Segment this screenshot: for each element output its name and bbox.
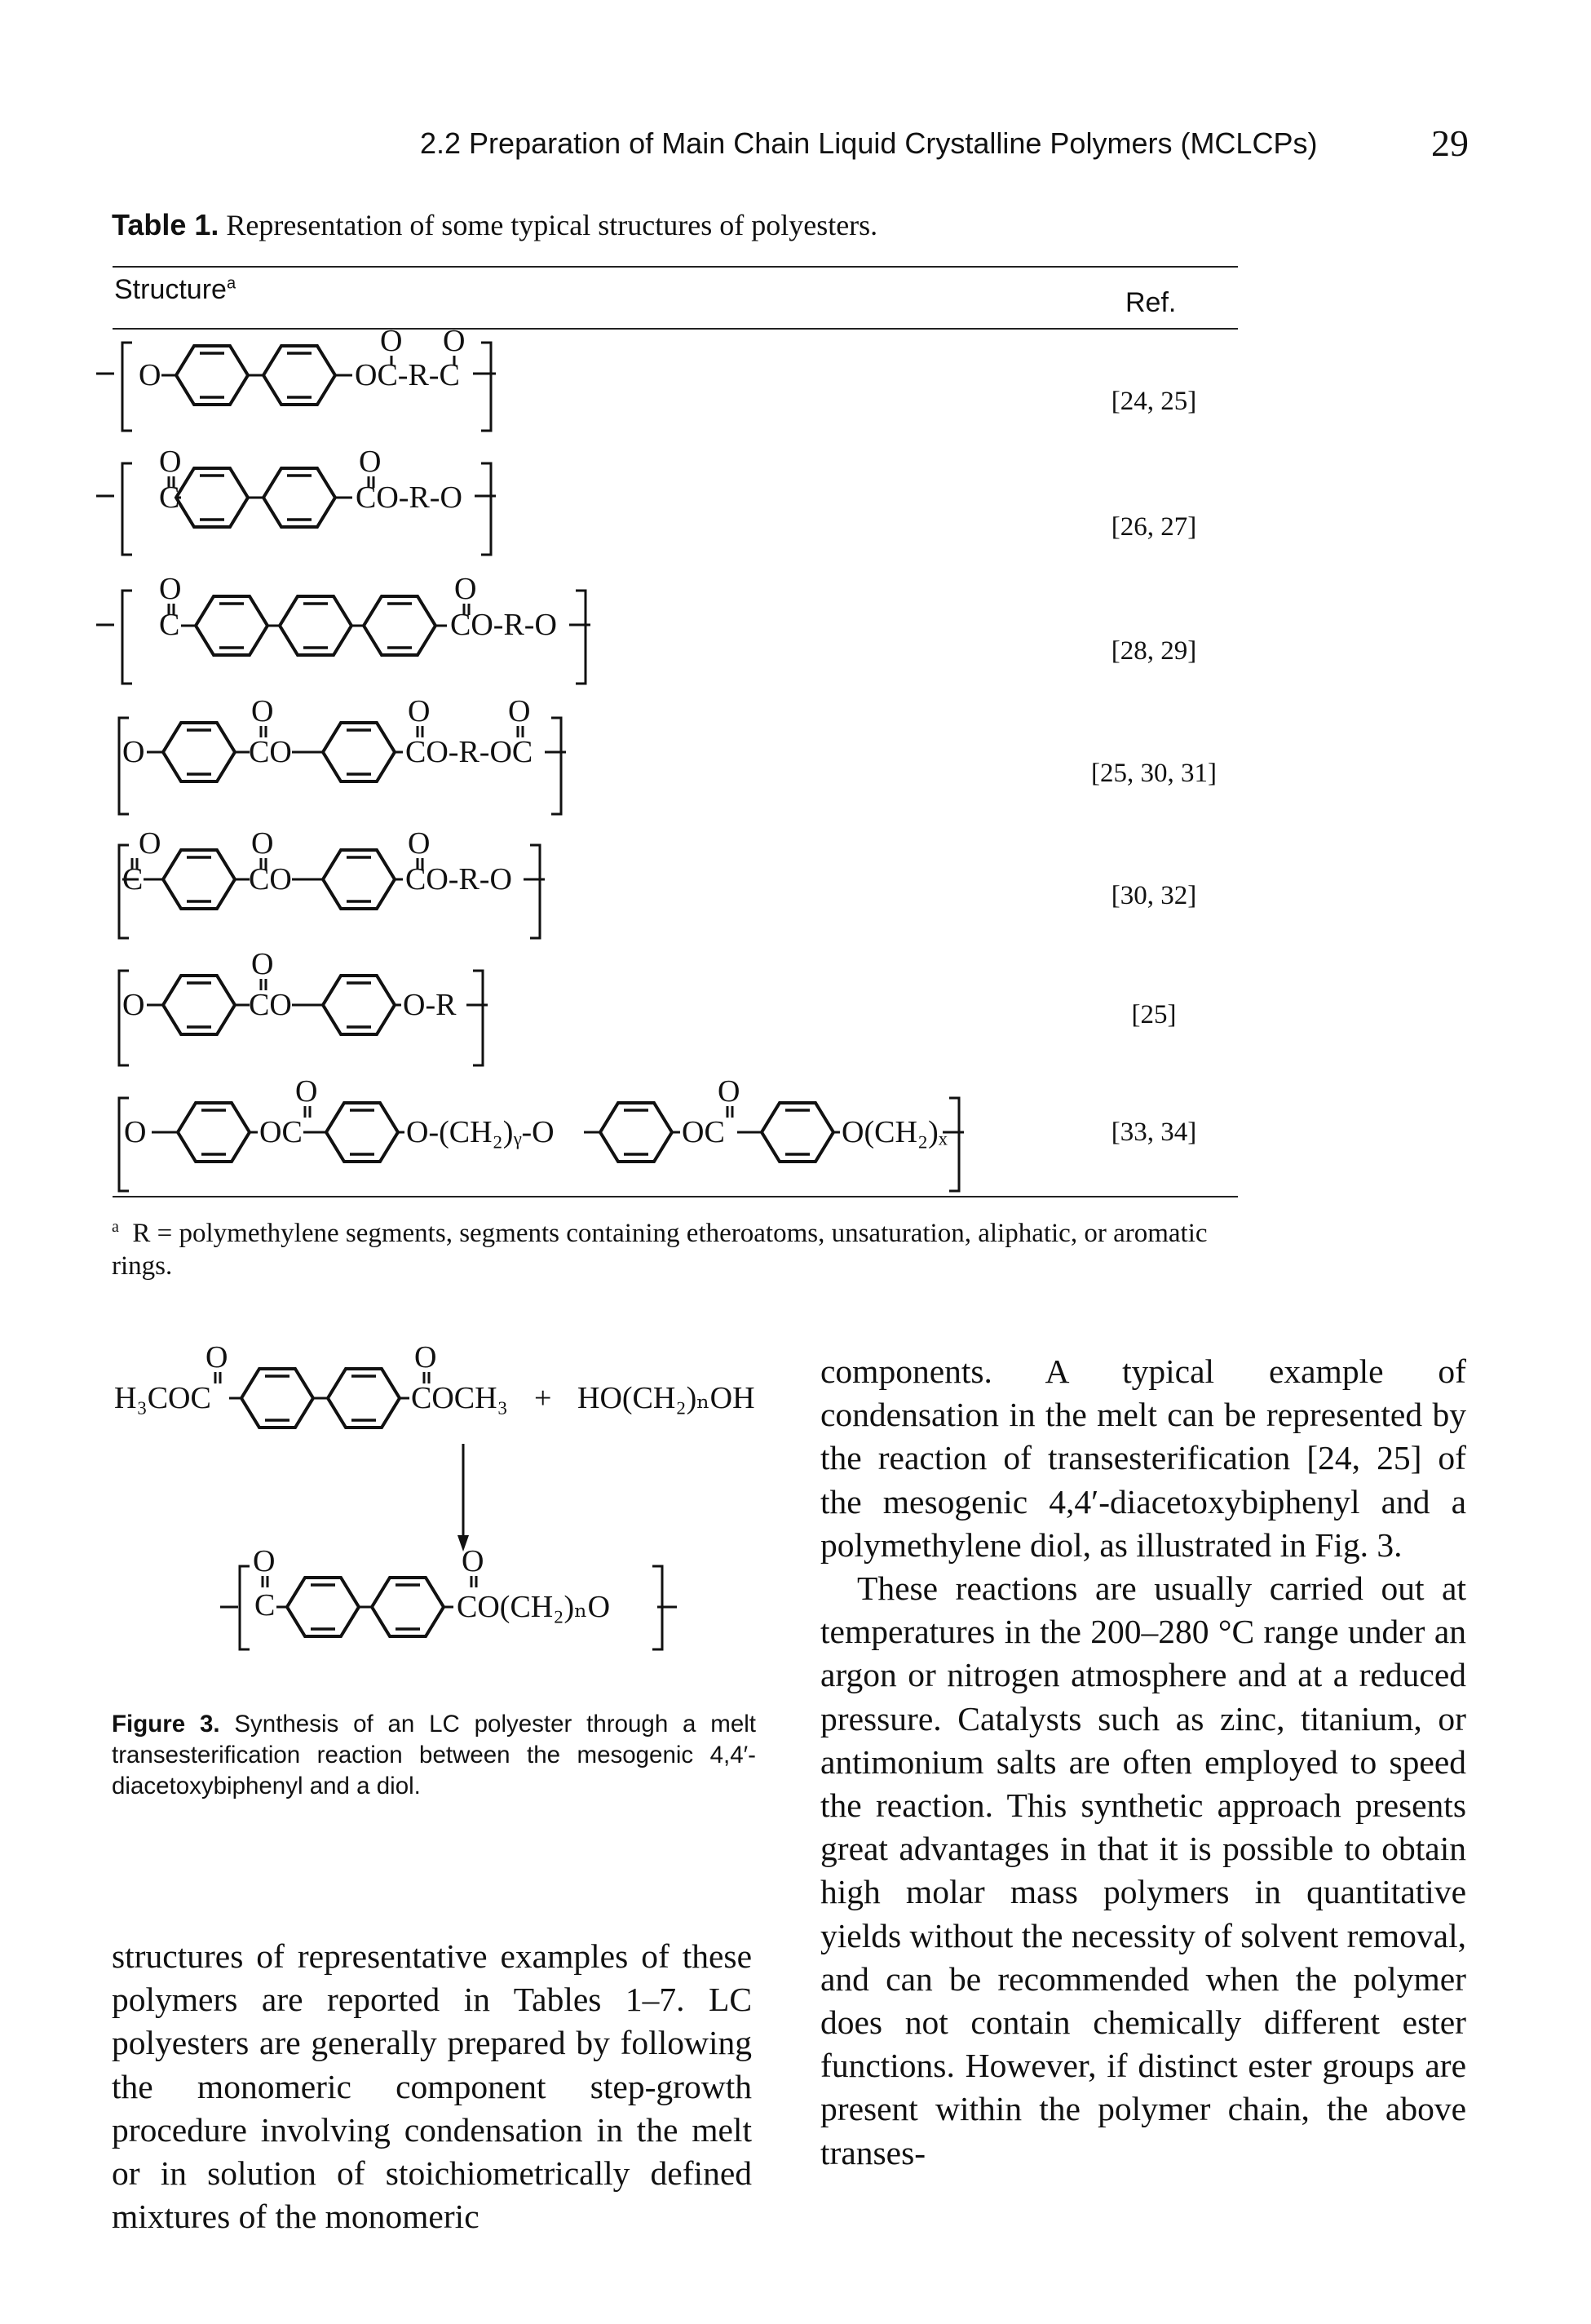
svg-text:+: +	[534, 1381, 551, 1415]
svg-text:CO: CO	[249, 862, 292, 896]
svg-text:O: O	[718, 1074, 740, 1109]
svg-text:CO-R-O: CO-R-O	[450, 608, 557, 642]
left-column-text: structures of representative examples of…	[112, 1935, 752, 2238]
running-head: 2.2 Preparation of Main Chain Liquid Cry…	[0, 122, 1591, 175]
svg-text:O: O	[122, 735, 144, 769]
ref-row-2: [26, 27]	[1111, 512, 1197, 542]
svg-text:O: O	[206, 1340, 228, 1374]
svg-text:H₃COC: H₃COC	[114, 1381, 211, 1415]
table-header-rule	[113, 328, 1238, 330]
svg-text:HO(CH₂)ₙOH: HO(CH₂)ₙOH	[577, 1381, 755, 1415]
table-caption-text: Representation of some typical structure…	[219, 209, 878, 241]
table-bottom-rule	[113, 1196, 1238, 1197]
table-top-rule	[113, 266, 1238, 268]
svg-text:O: O	[253, 1544, 275, 1578]
svg-text:O: O	[414, 1340, 436, 1374]
svg-text:O: O	[139, 358, 161, 392]
right-paragraph-2: These reactions are usually carried out …	[820, 1569, 1466, 2171]
svg-text:OC: OC	[682, 1115, 725, 1149]
structure-row-5: O C O CO O CO-R-O	[117, 826, 545, 940]
svg-text:O: O	[251, 826, 273, 861]
structure-row-7: O O OC O-(CH₂)ᵧ-O O OC O(CH₂)ₓ	[117, 1074, 964, 1193]
svg-text:CO(CH₂)ₙO: CO(CH₂)ₙO	[457, 1590, 610, 1624]
svg-text:O: O	[454, 572, 476, 606]
svg-text:O-R: O-R	[403, 988, 457, 1022]
table-label: Table 1.	[112, 208, 219, 241]
ref-row-1: [24, 25]	[1111, 387, 1197, 416]
right-column-text: components. A typical example of condens…	[820, 1350, 1466, 2175]
svg-text:C: C	[254, 1588, 275, 1622]
table-caption: Table 1. Representation of some typical …	[112, 208, 877, 242]
svg-text:CO: CO	[249, 988, 292, 1022]
svg-text:O: O	[508, 694, 530, 728]
svg-text:OC-R-C: OC-R-C	[355, 358, 460, 392]
structure-row-3: O C O CO-R-O	[96, 572, 590, 685]
svg-text:O: O	[251, 694, 273, 728]
figure-label: Figure 3.	[112, 1711, 220, 1737]
svg-text:CO-R-OC: CO-R-OC	[405, 735, 533, 769]
structure-row-4: O O CO O CO-R-OC O	[117, 694, 566, 816]
structure-row-1: O OC-R-C O O	[96, 324, 496, 432]
svg-text:O: O	[251, 947, 273, 981]
svg-text:CO: CO	[249, 735, 292, 769]
svg-text:CO-R-O: CO-R-O	[405, 862, 512, 896]
svg-text:O: O	[359, 445, 381, 479]
svg-text:O: O	[380, 324, 402, 358]
section-title: 2.2 Preparation of Main Chain Liquid Cry…	[420, 126, 1318, 160]
svg-text:O: O	[159, 445, 181, 479]
svg-text:O: O	[159, 572, 181, 606]
svg-text:O: O	[443, 324, 465, 358]
figure-caption: Figure 3. Synthesis of an LC polyester t…	[112, 1709, 756, 1802]
ref-row-5: [30, 32]	[1111, 881, 1197, 910]
svg-text:O: O	[124, 1115, 146, 1149]
svg-text:O-(CH₂)ᵧ-O: O-(CH₂)ᵧ-O	[406, 1115, 555, 1149]
right-paragraph-1: components. A typical example of condens…	[820, 1352, 1466, 1564]
svg-text:COCH₃: COCH₃	[411, 1381, 508, 1415]
footnote-marker: a	[226, 274, 236, 293]
ref-row-7: [33, 34]	[1111, 1118, 1197, 1147]
svg-text:O: O	[122, 988, 144, 1022]
figure-caption-text: Synthesis of an LC polyester through a m…	[112, 1711, 756, 1799]
page-number: 29	[1431, 122, 1469, 164]
svg-text:CO-R-O: CO-R-O	[356, 480, 462, 515]
svg-text:O: O	[408, 826, 430, 861]
svg-text:OC: OC	[259, 1115, 303, 1149]
left-paragraph: structures of representative examples of…	[112, 1937, 752, 2236]
column-header-structure: Structurea	[114, 274, 236, 305]
svg-text:O: O	[462, 1544, 484, 1578]
ref-row-3: [28, 29]	[1111, 636, 1197, 666]
svg-text:O(CH₂)ₓ: O(CH₂)ₓ	[842, 1115, 948, 1149]
figure-3-scheme: O H₃COC O COCH₃ + HO(CH₂)ₙOH O C O CO(CH…	[114, 1340, 755, 1651]
structure-row-2: O C O CO-R-O	[96, 445, 496, 556]
column-header-ref: Ref.	[1125, 287, 1177, 318]
table-footnote: a R = polymethylene segments, segments c…	[112, 1218, 1208, 1281]
structure-row-6: O O CO O-R	[117, 947, 488, 1067]
svg-text:O: O	[295, 1074, 317, 1109]
ref-row-4: [25, 30, 31]	[1091, 759, 1217, 788]
svg-text:O: O	[408, 694, 430, 728]
structure-drawings: O OC-R-C O O O C O	[96, 324, 964, 1193]
ref-row-6: [25]	[1131, 1000, 1177, 1029]
svg-text:O: O	[139, 826, 161, 861]
svg-text:C: C	[159, 608, 179, 642]
